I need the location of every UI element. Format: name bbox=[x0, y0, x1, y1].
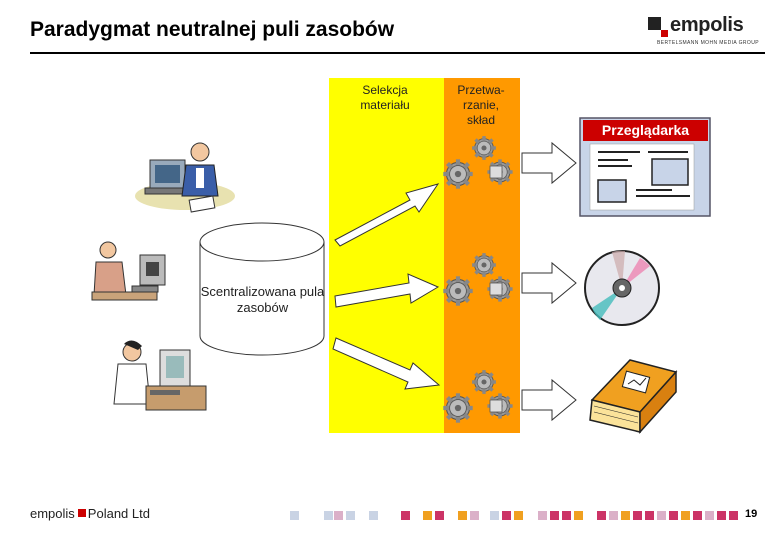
gears-icon bbox=[443, 253, 512, 306]
footer-brand-name: empolis bbox=[30, 506, 75, 521]
footer-square bbox=[435, 511, 444, 520]
arrow-to-browser bbox=[521, 142, 577, 184]
arrow-db-to-middle bbox=[334, 273, 440, 308]
footer-square bbox=[657, 511, 666, 520]
footer-square bbox=[502, 511, 511, 520]
footer-square bbox=[346, 511, 355, 520]
person-at-computer-icon bbox=[135, 142, 235, 213]
footer-square bbox=[401, 511, 410, 520]
database-label: Scentralizowana pula zasobów bbox=[200, 284, 325, 315]
footer-square bbox=[334, 511, 343, 520]
footer-square bbox=[574, 511, 583, 520]
footer-square bbox=[597, 511, 606, 520]
logo-subtext: BERTELSMANN MOHN MEDIA GROUP bbox=[657, 40, 759, 46]
footer-square bbox=[693, 511, 702, 520]
empolis-logo bbox=[648, 17, 766, 51]
arrow-db-to-bottom bbox=[332, 337, 441, 390]
footer-square bbox=[645, 511, 654, 520]
footer-square bbox=[633, 511, 642, 520]
footer-square bbox=[324, 511, 333, 520]
person-on-phone-icon bbox=[91, 241, 166, 301]
arrow-to-book bbox=[521, 379, 577, 421]
footer-square bbox=[705, 511, 714, 520]
footer-square bbox=[550, 511, 559, 520]
footer-square bbox=[562, 511, 571, 520]
footer-square bbox=[681, 511, 690, 520]
browser-title: Przeglądarka bbox=[583, 120, 708, 141]
arrow-to-cd bbox=[521, 262, 577, 304]
footer-square bbox=[621, 511, 630, 520]
footer-square bbox=[290, 511, 299, 520]
footer-square bbox=[490, 511, 499, 520]
arrow-db-to-top bbox=[334, 183, 440, 247]
database-cylinder bbox=[199, 222, 325, 356]
footer-square bbox=[729, 511, 738, 520]
person-at-desk-icon bbox=[113, 340, 207, 411]
footer-square bbox=[609, 511, 618, 520]
slide-title: Paradygmat neutralnej puli zasobów bbox=[30, 18, 395, 41]
title-divider bbox=[30, 52, 765, 54]
processing-band-label: Przetwa-rzanie, skład bbox=[457, 83, 505, 127]
logo-word: empolis bbox=[670, 14, 744, 36]
book-icon bbox=[589, 359, 678, 434]
footer-square bbox=[514, 511, 523, 520]
cd-icon bbox=[584, 250, 660, 326]
selection-band-label: Selekcja materiału bbox=[360, 83, 410, 112]
brand-square-icon bbox=[77, 509, 86, 517]
gears-icon bbox=[443, 136, 512, 189]
footer-square bbox=[458, 511, 467, 520]
page-number: 19 bbox=[745, 508, 758, 520]
footer-square bbox=[538, 511, 547, 520]
footer-square bbox=[369, 511, 378, 520]
footer-square bbox=[423, 511, 432, 520]
footer-brand: empolis Poland Ltd bbox=[30, 506, 150, 521]
footer-square bbox=[470, 511, 479, 520]
gears-icon bbox=[443, 370, 512, 423]
footer-brand-suffix: Poland Ltd bbox=[87, 506, 150, 521]
footer-square bbox=[717, 511, 726, 520]
footer-square bbox=[669, 511, 678, 520]
